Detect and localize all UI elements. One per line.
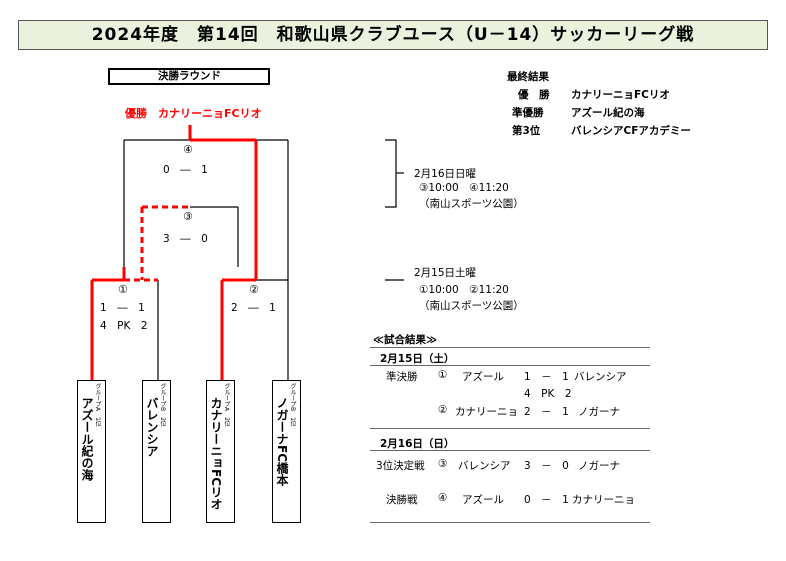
page-title: 2024年度 第14回 和歌山県クラブユース（U－14）サッカーリーグ戦 — [18, 20, 768, 50]
g4-stage: 決勝戦 — [386, 494, 418, 506]
schedule-day1-times: ①10:00 ②11:20 — [419, 284, 509, 296]
match-results-heading: ≪試合結果≫ — [373, 334, 437, 346]
team-group: グループA 1位 — [94, 383, 101, 427]
g4-number: ④ — [438, 492, 448, 504]
match-4-score: 0 ― 1 — [163, 164, 208, 176]
team-name: バレンシア — [145, 397, 159, 457]
match-1-pk: 4 PK 2 — [100, 320, 148, 332]
g2-home: カナリーニョ — [455, 406, 518, 418]
round-label: 決勝ラウンド — [108, 68, 270, 85]
g1-away: バレンシア — [574, 371, 627, 383]
divider — [370, 347, 650, 348]
team-box-1: グループA 1位 アズール紀の海 — [77, 380, 106, 523]
g3-number: ③ — [438, 458, 448, 470]
g1-number: ① — [438, 369, 448, 381]
schedule-day1-date: 2月15日土曜 — [414, 267, 477, 279]
g4-home: アズール — [462, 494, 504, 506]
g1-score: 1 － 1 — [524, 371, 569, 383]
team-group: グループB 1位 — [289, 383, 296, 427]
divider — [370, 522, 650, 523]
final-team-2: アズール紀の海 — [571, 107, 645, 119]
final-rank-2: 準優勝 — [512, 107, 544, 119]
team-group: グループB 2位 — [159, 383, 166, 427]
match-1-number: ① — [118, 283, 128, 296]
g2-number: ② — [438, 404, 448, 416]
divider — [370, 450, 650, 451]
g2-score: 2 － 1 — [524, 406, 569, 418]
final-results-heading: 最終結果 — [507, 71, 549, 83]
team-name: アズール紀の海 — [80, 397, 94, 481]
match-2-score: 2 ― 1 — [231, 302, 276, 314]
divider — [370, 365, 650, 366]
team-group: グループA 2位 — [223, 383, 230, 427]
schedule-day2-venue: （南山スポーツ公園） — [419, 198, 524, 210]
champion-line: 優勝 カナリーニョFCリオ — [125, 107, 262, 120]
final-rank-1: 優 勝 — [518, 89, 550, 101]
match-3-number: ③ — [183, 210, 193, 223]
match-4-number: ④ — [183, 143, 193, 156]
final-team-1: カナリーニョFCリオ — [571, 89, 670, 101]
g1-home: アズール — [462, 371, 504, 383]
team-name: カナリーニョFCリオ — [209, 397, 223, 511]
g3-score: 3 － 0 — [524, 460, 569, 472]
schedule-day2-date: 2月16日日曜 — [414, 168, 477, 180]
divider — [370, 428, 650, 429]
match-1-score: 1 ― 1 — [100, 302, 145, 314]
team-box-3: グループA 2位 カナリーニョFCリオ — [206, 380, 235, 523]
team-name: ノガーナFC橋本 — [275, 397, 289, 487]
team-box-2: グループB 2位 バレンシア — [142, 380, 171, 523]
g4-score: 0 － 1 — [524, 494, 569, 506]
schedule-day1-venue: （南山スポーツ公園） — [419, 300, 524, 312]
day2-date: 2月16日（日） — [380, 438, 455, 450]
final-team-3: バレンシアCFアカデミー — [571, 125, 691, 137]
g3-away: ノガーナ — [578, 460, 620, 472]
schedule-brace — [385, 139, 397, 208]
g3-home: バレンシア — [458, 460, 511, 472]
g3-stage: 3位決定戦 — [376, 460, 425, 472]
final-rank-3: 第3位 — [512, 125, 541, 137]
match-3-score: 3 ― 0 — [163, 233, 208, 245]
day1-stage: 準決勝 — [386, 371, 418, 383]
match-2-number: ② — [249, 283, 259, 296]
team-box-4: グループB 1位 ノガーナFC橋本 — [272, 380, 301, 523]
g4-away: カナリーニョ — [572, 494, 635, 506]
g2-away: ノガーナ — [578, 406, 620, 418]
g1-pk: 4 PK 2 — [524, 388, 572, 400]
day1-date: 2月15日（土） — [380, 353, 455, 365]
schedule-day2-times: ③10:00 ④11:20 — [419, 182, 509, 194]
